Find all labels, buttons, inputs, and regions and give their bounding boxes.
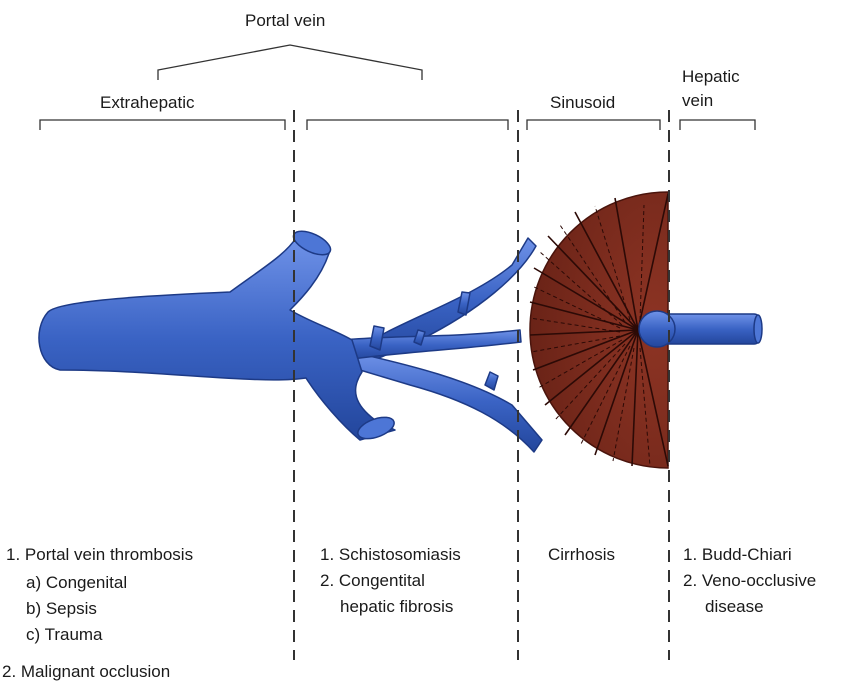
extrahepatic-cause-2: 2. Malignant occlusion: [2, 661, 170, 683]
extrahepatic-bracket: [40, 120, 285, 130]
hepatic-vein-heading-line1: Hepatic: [682, 66, 740, 88]
lower-branch: [352, 352, 542, 452]
sinusoid-heading: Sinusoid: [550, 92, 615, 114]
portal-vein-tree: [39, 226, 542, 452]
extrahepatic-sub-c: c) Trauma: [26, 624, 103, 646]
section-brackets: [40, 120, 755, 130]
hepatic-vein: [639, 311, 762, 347]
hepatic-vein-bracket: [680, 120, 755, 130]
stub-3: [485, 372, 498, 390]
extrahepatic-cause-1: 1. Portal vein thrombosis: [6, 544, 193, 566]
extrahepatic-heading: Extrahepatic: [100, 92, 195, 114]
hepatic-vein-cause-2-line1: 2. Veno-occlusive: [683, 570, 816, 592]
sinusoidal-cause-1: Cirrhosis: [548, 544, 615, 566]
extrahepatic-sub-b: b) Sepsis: [26, 598, 97, 620]
portal-vein-bracket: [158, 45, 422, 80]
hepatic-vein-cause-1: 1. Budd-Chiari: [683, 544, 792, 566]
presinusoidal-cause-1: 1. Schistosomiasis: [320, 544, 461, 566]
extrahepatic-sub-a: a) Congenital: [26, 572, 127, 594]
presinusoidal-cause-2-line2: hepatic fibrosis: [340, 596, 453, 618]
hepatic-vein-heading-line2: vein: [682, 90, 713, 112]
presinusoidal-bracket: [307, 120, 508, 130]
sinusoid-bracket: [527, 120, 660, 130]
portal-vein-heading: Portal vein: [245, 10, 325, 32]
hepatic-vein-cause-2-line2: disease: [705, 596, 764, 618]
main-trunk: [39, 238, 395, 440]
presinusoidal-cause-2-line1: 2. Congentital: [320, 570, 425, 592]
